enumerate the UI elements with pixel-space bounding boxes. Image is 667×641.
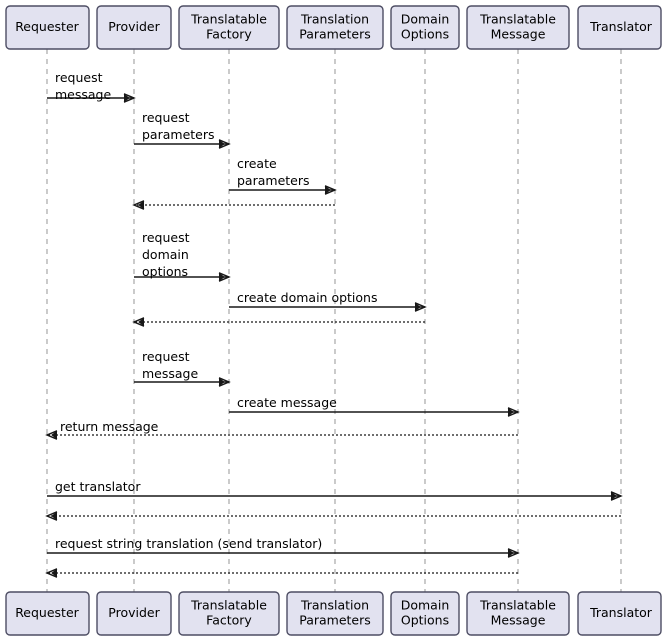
arrow-barb: [51, 568, 57, 578]
message-label: request: [142, 349, 190, 364]
arrow-head-right: [507, 407, 520, 417]
participant-label: Translatable: [479, 12, 556, 27]
message-m12[interactable]: [45, 511, 621, 521]
message-label: request string translation (send transla…: [55, 536, 322, 551]
message-label: get translator: [55, 479, 141, 494]
arrow-barb: [51, 430, 57, 440]
message-label: request: [55, 70, 103, 85]
arrow-head-right: [414, 302, 427, 312]
arrow-barb: [325, 185, 331, 195]
message-label: message: [55, 87, 111, 102]
arrow-barb: [51, 511, 57, 521]
participant-label: Parameters: [299, 613, 371, 628]
participant-footer-provider[interactable]: Provider: [96, 591, 172, 636]
participant-header-requester[interactable]: Requester: [5, 5, 90, 50]
participant-label: Translator: [589, 19, 653, 34]
message-label: request: [142, 110, 190, 125]
message-m7[interactable]: [132, 317, 425, 327]
arrow-barb: [508, 548, 514, 558]
participant-label: Message: [491, 613, 546, 628]
message-label: options: [142, 264, 188, 279]
message-label: create domain options: [237, 290, 377, 305]
messages-layer: request message request parameters create par…: [45, 70, 623, 578]
arrow-barb: [219, 377, 225, 387]
participant-label: Translatable: [190, 598, 267, 613]
message-label: create: [237, 156, 277, 171]
arrow-barb: [219, 272, 225, 282]
message-label: request: [142, 230, 190, 245]
lifelines-layer: [46, 49, 622, 592]
message-m5[interactable]: request domain options: [134, 230, 231, 282]
message-m6[interactable]: create domain options: [229, 290, 427, 312]
arrow-barb: [124, 93, 130, 103]
arrow-head-left: [132, 317, 145, 327]
message-label: parameters: [237, 173, 310, 188]
arrow-barb: [415, 302, 421, 312]
participant-label: Translation: [300, 598, 369, 613]
arrow-head-left: [45, 430, 58, 440]
participant-label: Factory: [206, 613, 252, 628]
arrow-head-right: [123, 93, 136, 103]
participant-label: Options: [401, 27, 449, 42]
participant-label: Translatable: [479, 598, 556, 613]
arrow-head-left: [45, 511, 58, 521]
message-m9[interactable]: create message: [229, 395, 520, 417]
arrow-head-left: [132, 200, 145, 210]
participant-label: Translator: [589, 605, 653, 620]
arrow-head-left: [45, 568, 58, 578]
participant-header-translator[interactable]: Translator: [577, 5, 662, 50]
arrow-barb: [219, 139, 225, 149]
participant-label: Translatable: [190, 12, 267, 27]
arrow-head-right: [610, 491, 623, 501]
participant-label: Parameters: [299, 27, 371, 42]
participant-footer-translator[interactable]: Translator: [577, 591, 662, 636]
participant-label: Provider: [108, 605, 160, 620]
arrow-barb: [508, 407, 514, 417]
participant-label: Translation: [300, 12, 369, 27]
participant-header-provider[interactable]: Provider: [96, 5, 172, 50]
message-m14[interactable]: [45, 568, 518, 578]
arrow-head-right: [324, 185, 337, 195]
message-m4[interactable]: [132, 200, 335, 210]
participant-footer-requester[interactable]: Requester: [5, 591, 90, 636]
participant-label: Factory: [206, 27, 252, 42]
message-m1[interactable]: request message: [47, 70, 136, 103]
arrow-head-right: [507, 548, 520, 558]
participant-label: Requester: [15, 605, 79, 620]
message-label: create message: [237, 395, 337, 410]
arrow-head-right: [218, 272, 231, 282]
participant-label: Message: [491, 27, 546, 42]
message-label: parameters: [142, 127, 215, 142]
arrow-barb: [138, 200, 144, 210]
message-m2[interactable]: request parameters: [134, 110, 231, 149]
arrow-head-right: [218, 377, 231, 387]
arrow-head-right: [218, 139, 231, 149]
participant-label: Domain: [401, 598, 450, 613]
message-label: domain: [142, 247, 189, 262]
participant-label: Options: [401, 613, 449, 628]
message-m8[interactable]: request message: [134, 349, 231, 387]
participant-label: Provider: [108, 19, 160, 34]
message-m11[interactable]: get translator: [47, 479, 623, 501]
message-label: return message: [60, 419, 159, 434]
arrow-barb: [138, 317, 144, 327]
participant-label: Requester: [15, 19, 79, 34]
message-m3[interactable]: create parameters: [229, 156, 337, 195]
message-label: message: [142, 366, 198, 381]
message-m13[interactable]: request string translation (send transla…: [47, 536, 520, 558]
participant-label: Domain: [401, 12, 450, 27]
arrow-barb: [611, 491, 617, 501]
message-m10[interactable]: return message: [45, 419, 518, 440]
